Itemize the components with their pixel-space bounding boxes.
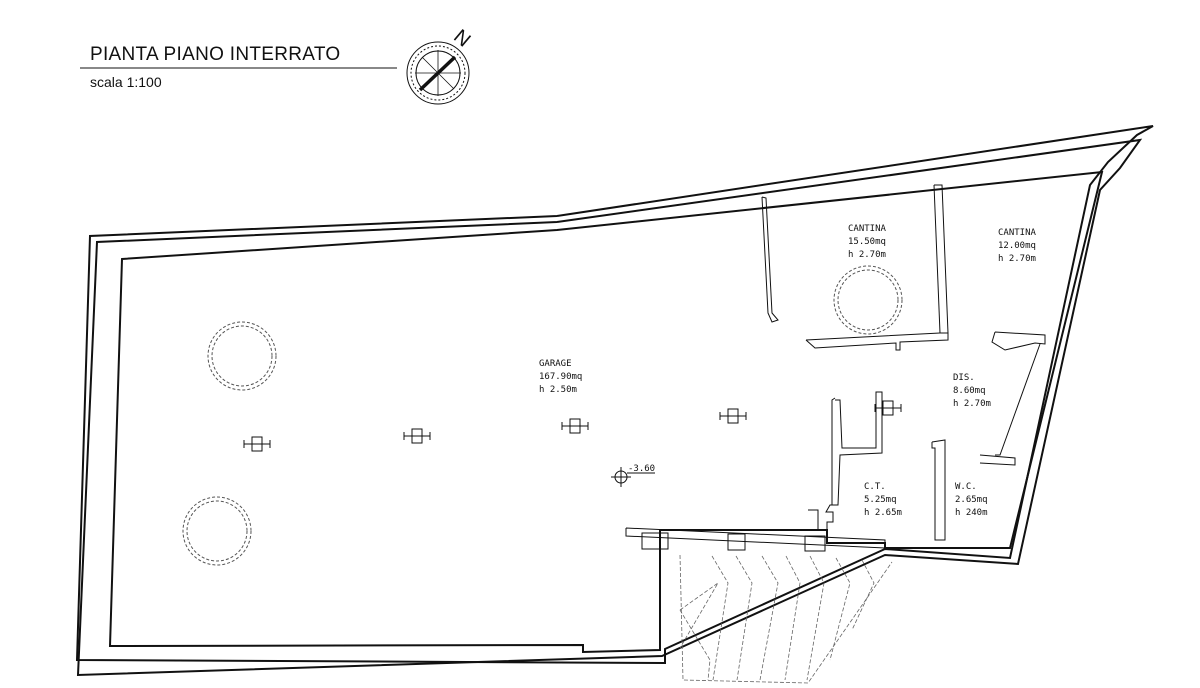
room-area: 12.00mq: [998, 241, 1036, 251]
outer-wall-line-2: [76, 138, 1143, 677]
room-name: CANTINA: [848, 224, 887, 234]
room-height: h 2.50m: [539, 385, 577, 395]
room-area: 167.90mq: [539, 372, 582, 382]
room-height: h 2.70m: [998, 254, 1036, 264]
partition-walls: [625, 184, 1046, 549]
plan-scale: scala 1:100: [90, 74, 162, 90]
dashed-circles: [182, 265, 903, 566]
north-label: N: [449, 25, 474, 51]
room-wc: W.C. 2.65mq h 240m: [955, 482, 988, 518]
room-area: 8.60mq: [953, 386, 986, 396]
room-garage: GARAGE 167.90mq h 2.50m: [539, 359, 582, 395]
inner-wall-line: [108, 170, 1104, 654]
room-name: W.C.: [955, 482, 977, 492]
level-marker-icon: [611, 467, 655, 487]
outer-wall-line-1: [75, 125, 1154, 665]
plan-title: PIANTA PIANO INTERRATO: [90, 44, 340, 65]
column-symbol-icon: [243, 400, 902, 452]
room-area: 15.50mq: [848, 237, 886, 247]
room-ct: C.T. 5.25mq h 2.65m: [864, 482, 902, 518]
room-cantina-2: CANTINA 12.00mq h 2.70m: [998, 228, 1037, 264]
room-name: C.T.: [864, 482, 886, 492]
room-area: 5.25mq: [864, 495, 897, 505]
level-mark: -3.60: [628, 464, 655, 474]
room-dis: DIS. 8.60mq h 2.70m: [953, 373, 991, 409]
room-cantina-1: CANTINA 15.50mq h 2.70m: [848, 224, 887, 260]
stairs: [641, 532, 893, 684]
room-name: DIS.: [953, 373, 975, 383]
room-height: h 2.65m: [864, 508, 902, 518]
room-name: GARAGE: [539, 359, 572, 369]
compass-icon: [406, 41, 470, 105]
room-height: h 240m: [955, 508, 988, 518]
room-height: h 2.70m: [953, 399, 991, 409]
room-height: h 2.70m: [848, 250, 886, 260]
room-name: CANTINA: [998, 228, 1037, 238]
room-area: 2.65mq: [955, 495, 988, 505]
